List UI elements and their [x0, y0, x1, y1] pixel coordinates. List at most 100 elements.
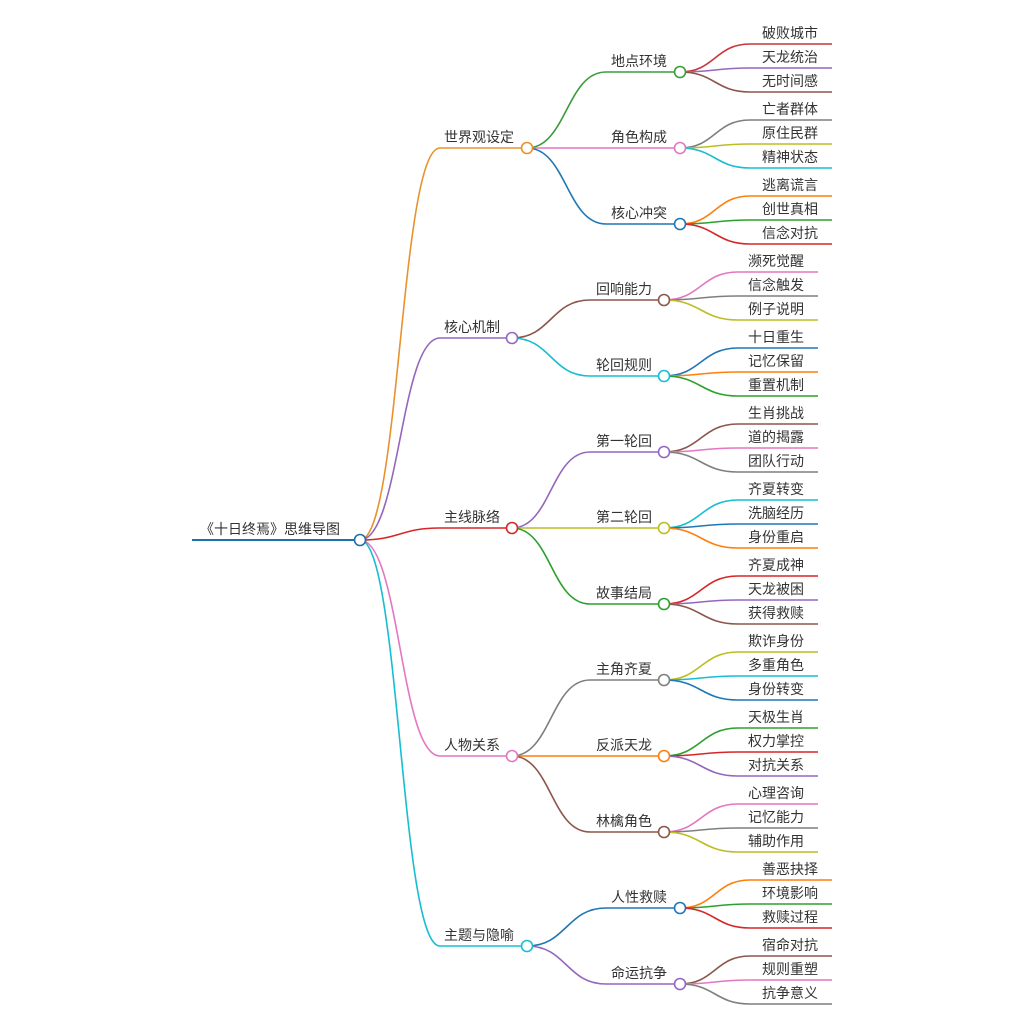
leaf-label: 逃离谎言	[762, 177, 818, 194]
branch-node[interactable]	[505, 749, 519, 763]
leaf-edge	[663, 675, 739, 681]
leaf-label: 生肖挑战	[748, 406, 804, 422]
subbranch-label: 第二轮回	[596, 509, 652, 526]
leaf-label: 齐夏转变	[748, 482, 804, 498]
leaf-label: 天极生肖	[748, 710, 804, 726]
leaf-label: 辅助作用	[748, 834, 804, 850]
leaf-label: 十日重生	[748, 330, 804, 346]
branch-node[interactable]	[505, 521, 519, 535]
subbranch-node[interactable]	[673, 901, 687, 915]
leaf-label: 破败城市	[762, 25, 818, 42]
subbranch-label: 回响能力	[596, 282, 652, 298]
subbranch-label: 故事结局	[596, 586, 652, 602]
leaf-label: 善恶抉择	[762, 862, 818, 878]
leaf-label: 宿命对抗	[762, 937, 818, 954]
subbranch-node[interactable]	[657, 293, 671, 307]
leaf-label: 对抗关系	[748, 758, 804, 774]
leaf-label: 道的揭露	[748, 430, 804, 446]
subbranch-node[interactable]	[657, 445, 671, 459]
leaf-edge	[679, 223, 751, 245]
leaf-edge	[663, 371, 739, 377]
subbranch-node[interactable]	[673, 217, 687, 231]
branch-edge	[359, 539, 441, 947]
leaf-label: 天龙被困	[748, 582, 804, 598]
subbranch-node[interactable]	[657, 673, 671, 687]
leaf-label: 身份重启	[748, 530, 804, 546]
leaf-label: 精神状态	[762, 150, 818, 166]
leaf-edge	[663, 375, 739, 397]
leaf-label: 身份转变	[748, 682, 804, 698]
branch-node[interactable]	[505, 331, 519, 345]
branch-edge	[359, 527, 441, 541]
subbranch-edge	[511, 527, 591, 605]
leaf-edge	[679, 903, 751, 909]
leaf-edge	[663, 679, 739, 701]
subbranch-node[interactable]	[657, 369, 671, 383]
subbranch-node[interactable]	[657, 749, 671, 763]
leaf-label: 抗争意义	[762, 985, 818, 1002]
leaf-edge	[663, 447, 739, 453]
branch-label: 主题与隐喻	[444, 928, 514, 944]
subbranch-label: 角色构成	[611, 129, 667, 146]
subbranch-label: 轮回规则	[596, 358, 652, 374]
subbranch-node[interactable]	[657, 825, 671, 839]
leaf-edge	[679, 143, 751, 149]
leaf-label: 获得救赎	[748, 605, 804, 622]
subbranch-edge	[511, 451, 591, 529]
root-node[interactable]	[353, 533, 367, 547]
leaf-edge	[663, 299, 739, 321]
leaf-label: 原住民群	[762, 126, 818, 142]
subbranch-node[interactable]	[673, 141, 687, 155]
branch-label: 主线脉络	[444, 510, 500, 526]
subbranch-node[interactable]	[657, 521, 671, 535]
branch-edge	[359, 337, 441, 541]
leaf-edge	[663, 451, 739, 473]
leaf-label: 创世真相	[762, 202, 818, 218]
subbranch-edge	[526, 945, 607, 985]
subbranch-label: 反派天龙	[596, 738, 652, 754]
leaf-edge	[663, 827, 739, 833]
subbranch-edge	[511, 299, 591, 339]
branch-node[interactable]	[520, 939, 534, 953]
subbranch-label: 第一轮回	[596, 433, 652, 450]
leaf-edge	[679, 907, 751, 929]
leaf-label: 天龙统治	[762, 50, 818, 66]
subbranch-node[interactable]	[673, 977, 687, 991]
leaf-edge	[663, 527, 739, 549]
subbranch-edge	[511, 337, 591, 377]
leaf-label: 洗脑经历	[748, 506, 804, 522]
subbranch-label: 林檎角色	[596, 813, 652, 830]
leaf-label: 多重角色	[748, 657, 804, 674]
leaf-label: 濒死觉醒	[748, 254, 804, 270]
leaf-edge	[663, 831, 739, 853]
leaf-label: 亡者群体	[762, 102, 818, 118]
leaf-edge	[679, 71, 751, 93]
leaf-label: 信念对抗	[762, 225, 818, 242]
subbranch-edge	[526, 907, 607, 947]
mindmap-nodes: 《十日终焉》思维导图世界观设定地点环境破败城市天龙统治无时间感角色构成亡者群体原…	[200, 25, 818, 1002]
subbranch-label: 主角齐夏	[596, 662, 652, 678]
leaf-edge	[679, 219, 751, 225]
branch-node[interactable]	[520, 141, 534, 155]
leaf-label: 信念触发	[748, 277, 804, 294]
subbranch-label: 命运抗争	[611, 965, 667, 982]
leaf-label: 记忆保留	[748, 354, 804, 370]
leaf-label: 无时间感	[762, 73, 818, 90]
leaf-label: 救赎过程	[762, 909, 818, 926]
leaf-edge	[663, 755, 739, 777]
leaf-edge	[663, 599, 739, 605]
leaf-edge	[663, 295, 739, 301]
mindmap-edges	[192, 43, 832, 1005]
branch-edge	[359, 539, 441, 757]
subbranch-edge	[526, 147, 607, 225]
leaf-label: 齐夏成神	[748, 558, 804, 574]
subbranch-node[interactable]	[657, 597, 671, 611]
subbranch-label: 地点环境	[611, 54, 667, 70]
leaf-edge	[663, 751, 739, 757]
subbranch-label: 核心冲突	[611, 206, 667, 222]
leaf-edge	[663, 523, 739, 529]
leaf-label: 欺诈身份	[748, 634, 804, 650]
leaf-edge	[679, 979, 751, 985]
leaf-label: 例子说明	[748, 302, 804, 318]
subbranch-node[interactable]	[673, 65, 687, 79]
